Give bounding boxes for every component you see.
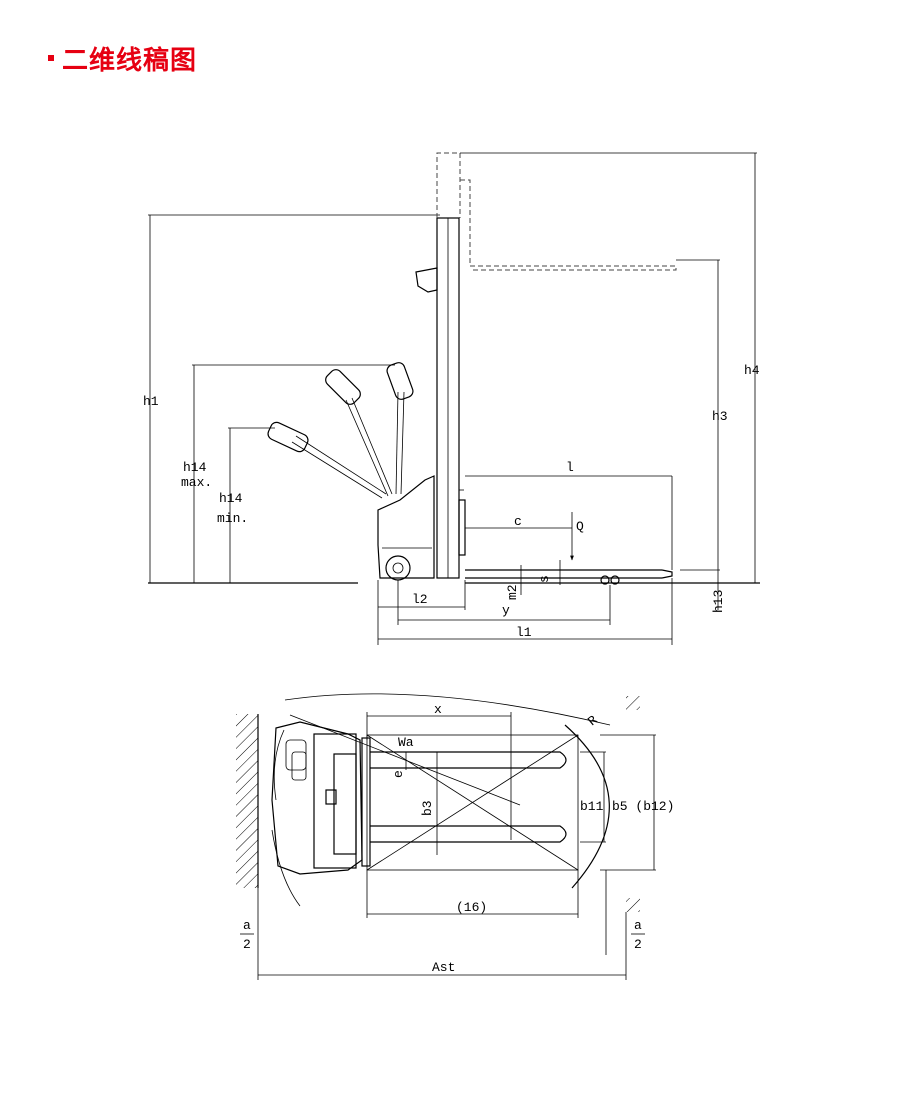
mast	[415, 217, 466, 579]
corner-hatch-top	[626, 696, 640, 710]
dim-16-label: (16)	[456, 900, 487, 915]
l-label: l	[566, 460, 574, 475]
forks-top	[361, 737, 567, 867]
m2-label: m2	[505, 584, 520, 600]
tiller-handles	[267, 362, 414, 499]
h1-label: h1	[143, 394, 159, 409]
wall-hatch-left	[236, 714, 258, 888]
h4-label: h4	[744, 363, 760, 378]
pallet-outline	[289, 714, 579, 871]
swing-arc-top	[284, 693, 611, 726]
truck-body	[377, 475, 435, 581]
h14-min-label: h14	[219, 491, 243, 506]
a-right-den: 2	[634, 937, 642, 952]
q-label: Q	[576, 519, 584, 534]
h3-label: h3	[712, 409, 728, 424]
a-left-num: a	[243, 918, 251, 933]
a-left-den: 2	[243, 937, 251, 952]
overhead-guard	[415, 267, 438, 293]
b3-label: b3	[420, 800, 435, 816]
r-label: R	[585, 712, 601, 729]
h14-max-label: h14	[183, 460, 207, 475]
l1-label: l1	[516, 625, 532, 640]
bullet-icon	[48, 55, 54, 61]
b11-label: b11	[580, 799, 604, 814]
side-view: h1 h14 max. h14 min.	[143, 152, 760, 645]
s-label: s	[537, 575, 552, 583]
h14-max-sub: max.	[181, 475, 212, 490]
truck-top	[271, 721, 363, 875]
swing-arc-bottom	[271, 829, 301, 907]
mast-extended-dashed	[436, 152, 677, 271]
a-right-num: a	[634, 918, 642, 933]
x-label: x	[434, 702, 442, 717]
wa-label: Wa	[398, 735, 414, 750]
ast-label: Ast	[432, 960, 455, 975]
forks	[465, 569, 673, 585]
y-label: y	[502, 603, 510, 618]
turning-radius-arc	[564, 724, 610, 889]
b5-label: b5 (b12)	[612, 799, 674, 814]
section-title: 二维线稿图	[62, 45, 198, 76]
e-label: e	[391, 770, 406, 778]
c-label: c	[514, 514, 522, 529]
top-view: x Wa R e b3 b11 b5 (b12)	[236, 693, 674, 980]
h13-label: h13	[711, 590, 726, 613]
l2-label: l2	[412, 592, 428, 607]
corner-hatch-bottom	[626, 898, 640, 912]
section-header: 二维线稿图	[48, 38, 197, 78]
h14-min-sub: min.	[217, 511, 248, 526]
